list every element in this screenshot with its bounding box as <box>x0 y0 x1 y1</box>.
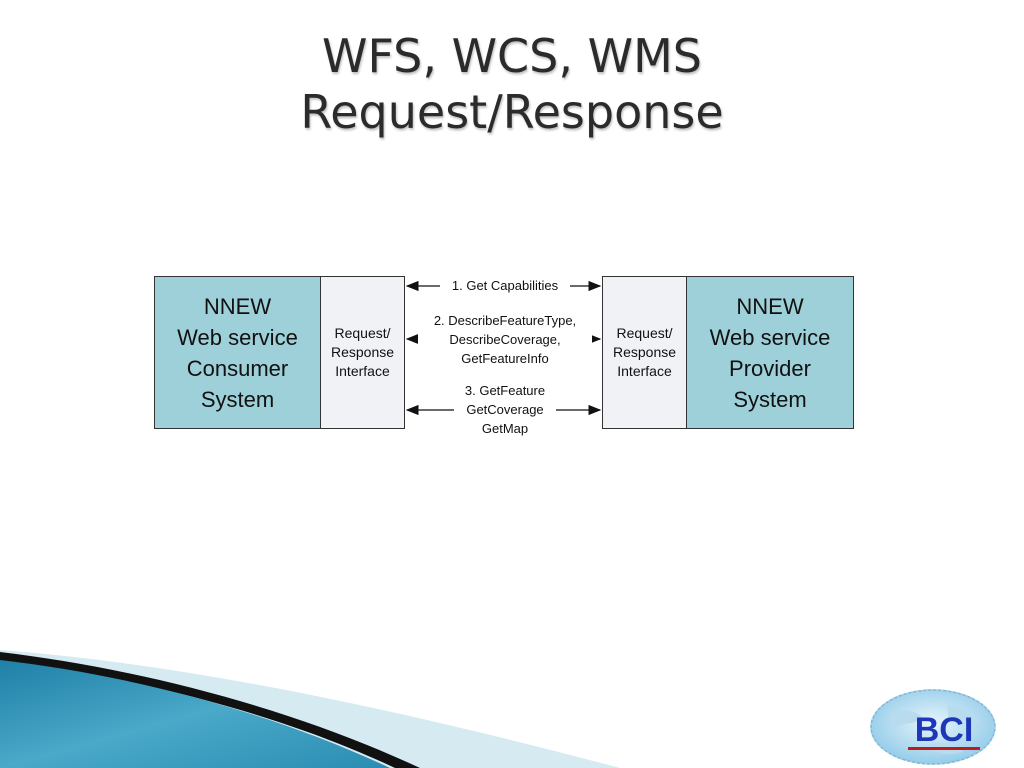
consumer-line-2: Web service <box>177 324 298 350</box>
message-2-line-3: GetFeatureInfo <box>461 351 549 366</box>
title-line-2: Request/Response <box>300 85 724 139</box>
consumer-interface-line-3: Interface <box>335 363 390 379</box>
provider-line-4: System <box>733 386 807 412</box>
provider-interface-line-3: Interface <box>617 363 672 379</box>
consumer-line-4: System <box>200 386 275 412</box>
provider-interface-box: Request/ Response Interface <box>602 276 687 429</box>
provider-line-3: Provider <box>729 355 811 381</box>
provider-line-1: NNEW <box>736 293 804 319</box>
message-2: 2. DescribeFeatureType, DescribeCoverage… <box>418 311 592 368</box>
consumer-interface-box: Request/ Response Interface <box>320 276 405 429</box>
bci-logo-text: BCI <box>908 710 980 750</box>
title-line-1: WFS, WCS, WMS <box>322 29 702 83</box>
provider-line-2: Web service <box>709 324 831 350</box>
consumer-line-1: NNEW <box>203 293 272 319</box>
message-3: 3. GetFeature GetCoverage GetMap <box>454 381 556 438</box>
consumer-interface-line-1: Request/ <box>334 325 391 341</box>
message-1-line-1: 1. Get Capabilities <box>451 278 559 293</box>
message-3-line-2: GetCoverage <box>466 402 544 417</box>
message-3-line-3: GetMap <box>481 421 529 436</box>
provider-interface-line-2: Response <box>612 344 677 360</box>
consumer-line-3: Consumer <box>186 355 289 381</box>
message-2-line-1: 2. DescribeFeatureType, <box>433 313 577 328</box>
message-1: 1. Get Capabilities <box>440 276 570 295</box>
globe-icon <box>870 689 996 765</box>
slide-title: WFS, WCS, WMS Request/Response <box>0 28 1024 140</box>
message-2-line-2: DescribeCoverage, <box>449 332 561 347</box>
consumer-interface-line-2: Response <box>330 344 395 360</box>
message-3-line-1: 3. GetFeature <box>464 383 546 398</box>
provider-system-box: NNEW Web service Provider System <box>686 276 854 429</box>
consumer-system-box: NNEW Web service Consumer System <box>154 276 321 429</box>
provider-interface-line-1: Request/ <box>616 325 673 341</box>
